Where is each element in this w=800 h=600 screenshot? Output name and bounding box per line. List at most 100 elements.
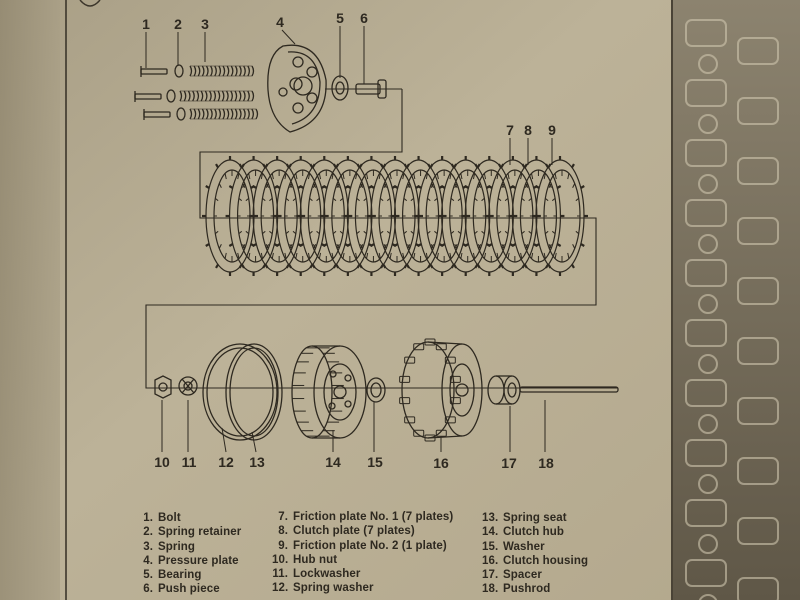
callout-10: 10 bbox=[154, 454, 170, 470]
legend-number: 12. bbox=[272, 582, 289, 595]
spring-seat-part bbox=[225, 343, 283, 441]
adjacent-page-photo bbox=[672, 0, 800, 600]
assembly-connector-line bbox=[145, 89, 618, 389]
callout-3: 3 bbox=[201, 16, 209, 32]
legend-item: 9. Friction plate No. 2 (1 plate) bbox=[272, 539, 453, 553]
legend-number: 14. bbox=[482, 526, 499, 539]
legend-item: 1. Bolt bbox=[137, 511, 241, 525]
callout-9: 9 bbox=[548, 122, 556, 138]
callout-11: 11 bbox=[182, 454, 197, 470]
legend-item: 17. Spacer bbox=[482, 568, 588, 582]
callout-15: 15 bbox=[367, 454, 383, 470]
callout-5: 5 bbox=[336, 10, 344, 26]
legend-item: 16. Clutch housing bbox=[482, 554, 588, 568]
legend-item: 3. Spring bbox=[137, 540, 241, 554]
legend-label: Bearing bbox=[158, 569, 202, 582]
clutch-plate bbox=[272, 156, 329, 276]
lockwasher-part bbox=[178, 376, 198, 396]
legend-item: 4.Pressure plate bbox=[137, 554, 241, 568]
row3-parts bbox=[154, 338, 619, 442]
legend-number: 11. bbox=[272, 568, 288, 581]
legend-label: Friction plate No. 1 (7 plates) bbox=[293, 511, 454, 523]
clutch-plate bbox=[508, 156, 565, 276]
legend-column-1: 1.Bolt 2.Spring retainer 3.Spring 4.Pres… bbox=[137, 511, 241, 597]
legend-item: 8.Clutch plate (7 plates) bbox=[272, 524, 453, 538]
legend-number: 6. bbox=[143, 583, 153, 596]
spring-coil bbox=[189, 108, 259, 120]
legend-item: 13. Spring seat bbox=[482, 511, 588, 525]
legend-number: 8. bbox=[278, 525, 288, 538]
legend-item: 5. Bearing bbox=[137, 568, 241, 582]
legend-number: 1. bbox=[143, 512, 153, 524]
spring-coil bbox=[179, 90, 255, 102]
leader-lines bbox=[145, 26, 553, 453]
legend-label: Clutch housing bbox=[503, 554, 589, 567]
spring-washer-part bbox=[202, 343, 278, 441]
legend-number: 5. bbox=[143, 569, 153, 582]
callout-17: 17 bbox=[501, 455, 517, 471]
legend-number: 13. bbox=[482, 512, 499, 524]
legend-item: 14. Clutch hub bbox=[482, 525, 588, 539]
housing-slots bbox=[399, 338, 461, 442]
legend-number: 17. bbox=[482, 569, 499, 582]
legend-number: 10. bbox=[272, 553, 289, 566]
callout-8: 8 bbox=[524, 122, 532, 138]
legend-number: 7. bbox=[278, 511, 288, 523]
row1-parts bbox=[134, 44, 402, 133]
legend-label: Pushrod bbox=[503, 583, 551, 596]
manual-page bbox=[0, 0, 690, 600]
legend-number: 3. bbox=[143, 540, 153, 553]
legend-label: Spacer bbox=[503, 569, 542, 582]
callout-7: 7 bbox=[506, 122, 514, 138]
callout-numbers: 1 2 3 4 5 6 7 8 9 10 11 12 13 14 15 16 1… bbox=[142, 10, 556, 471]
legend-column-2: 7. Friction plate No. 1 (7 plates) 8.Clut… bbox=[272, 510, 453, 596]
legend-item: 12. Spring washer bbox=[272, 581, 453, 595]
bolt-part bbox=[134, 66, 171, 120]
callout-13: 13 bbox=[249, 454, 265, 470]
legend-label: Push piece bbox=[158, 583, 220, 596]
legend-number: 18. bbox=[482, 583, 499, 596]
legend-label: Bolt bbox=[158, 512, 181, 524]
clutch-hub-part bbox=[291, 345, 367, 439]
washer-part bbox=[366, 377, 386, 403]
pushrod-part bbox=[519, 386, 619, 393]
spring-coil bbox=[189, 65, 255, 77]
callout-14: 14 bbox=[325, 454, 341, 470]
legend-label: Pressure plate bbox=[158, 554, 239, 567]
legend-label: Spring seat bbox=[503, 512, 567, 524]
legend-item: 15. Washer bbox=[482, 540, 588, 554]
clutch-plate-stack bbox=[202, 156, 588, 276]
callout-18: 18 bbox=[538, 455, 554, 471]
callout-4: 4 bbox=[276, 14, 284, 30]
callout-6: 6 bbox=[360, 10, 368, 26]
callout-16: 16 bbox=[433, 455, 449, 471]
callout-12: 12 bbox=[218, 454, 234, 470]
clutch-plate bbox=[367, 156, 423, 276]
legend-label: Lockwasher bbox=[293, 568, 361, 581]
legend-number: 9. bbox=[278, 539, 288, 552]
friction-plate bbox=[390, 156, 447, 276]
top-corner-mark bbox=[79, 0, 101, 7]
legend-item: 6. Push piece bbox=[137, 582, 241, 596]
legend-item: 7. Friction plate No. 1 (7 plates) bbox=[272, 510, 453, 524]
legend-label: Spring washer bbox=[293, 582, 374, 595]
photo-engine-parts bbox=[685, 19, 779, 600]
legend-number: 15. bbox=[482, 540, 499, 553]
legend-label: Washer bbox=[503, 540, 545, 553]
legend-label: Spring retainer bbox=[158, 526, 242, 539]
legend-label: Spring bbox=[158, 540, 196, 553]
legend-label: Friction plate No. 2 (1 plate) bbox=[293, 539, 447, 552]
hub-splines bbox=[292, 345, 344, 439]
legend-item: 18. Pushrod bbox=[482, 582, 588, 596]
legend-label: Clutch hub bbox=[503, 526, 565, 539]
spring-part bbox=[179, 65, 259, 120]
legend-number: 16. bbox=[482, 554, 499, 567]
pressure-plate-part bbox=[267, 44, 327, 133]
callout-1: 1 bbox=[142, 16, 150, 32]
legend-column-3: 13. Spring seat 14. Clutch hub 15. Washer 1… bbox=[482, 511, 588, 597]
callout-2: 2 bbox=[174, 16, 182, 32]
legend-item: 10. Hub nut bbox=[272, 553, 453, 567]
legend-label: Hub nut bbox=[293, 553, 338, 566]
page-left-shadow bbox=[0, 0, 60, 600]
